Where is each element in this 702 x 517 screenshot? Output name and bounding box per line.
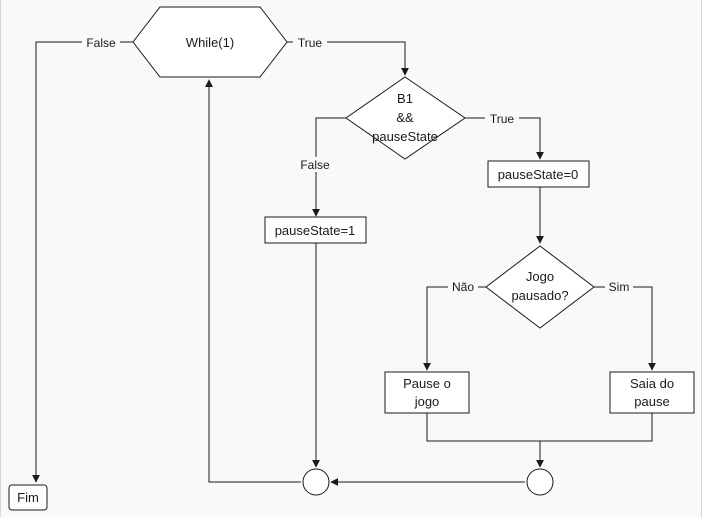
edge-label-paused-no: Não [452,280,474,294]
leave-pause-node [609,371,695,414]
edge-label-bg [448,279,478,294]
edge-label-bg [485,111,519,126]
condition-label-line1: B1 [397,91,413,106]
edge-paused-yes [594,286,656,371]
set-pausestate-zero-node [487,160,590,188]
edge-label-while-true: True [298,36,323,50]
condition-label-line2: && [396,110,414,125]
merge-circle-left [302,468,330,496]
pause-game-label-line1: Pause o [403,376,451,391]
edge-label-bg [295,157,335,172]
edge-loop-back [205,79,301,483]
pause-game-node [384,371,470,414]
edge-label-bg [82,35,120,50]
paused-check-node [485,245,595,329]
set-pausestate-one-node [264,216,367,244]
edge-label-while-false: False [86,36,116,50]
edge-while-false [32,41,133,483]
leave-pause-label-line2: pause [634,394,669,409]
set-pausestate-zero-label: pauseState=0 [498,167,579,182]
while-node [132,6,288,78]
merge-circle-right [526,468,554,496]
edge-branches-join [426,413,653,442]
paused-check-label-line2: pausado? [511,288,568,303]
edge-label-bg [293,35,327,50]
end-node [8,484,48,511]
edge-paused-no [423,286,486,371]
end-label: Fim [17,490,39,505]
edge-cond-false [312,117,346,217]
paused-check-label-line1: Jogo [526,269,554,284]
edge-label-bg [605,279,633,294]
leave-pause-label-line1: Saia do [630,376,674,391]
edge-label-cond-true: True [490,112,515,126]
pause-game-label-line2: jogo [414,394,440,409]
condition-label-line3: pauseState [372,129,438,144]
edge-label-paused-yes: Sim [609,280,630,294]
edge-label-cond-false: False [300,158,330,172]
set-pausestate-one-label: pauseState=1 [275,223,356,238]
condition-node [345,76,466,160]
while-label: While(1) [186,35,234,50]
